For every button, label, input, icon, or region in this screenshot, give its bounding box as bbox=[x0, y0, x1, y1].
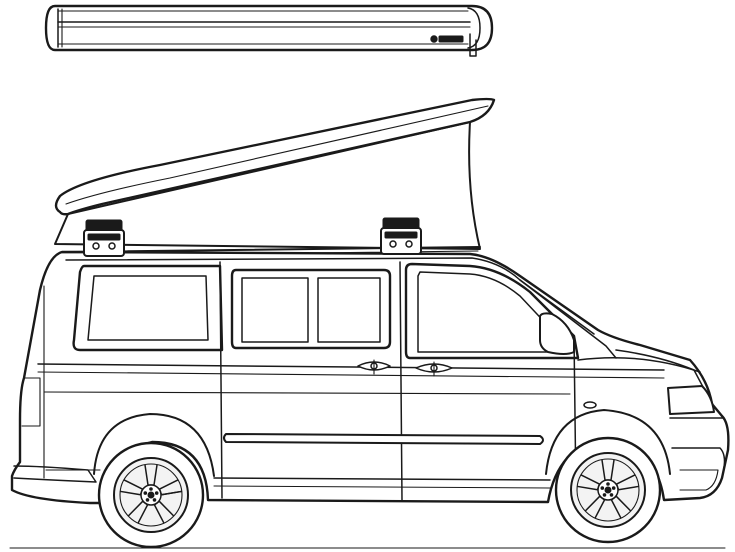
sliding-door-window-glass-right bbox=[317, 277, 381, 343]
pop-up-roof-canvas bbox=[54, 121, 481, 250]
front-wheel-icon bbox=[554, 436, 662, 544]
side-indicator bbox=[583, 401, 597, 409]
rear-wheel-arch bbox=[93, 413, 215, 477]
front-grille-line bbox=[679, 469, 719, 491]
front-door-window-frame bbox=[404, 262, 580, 360]
mounting-bracket-icon bbox=[83, 217, 422, 257]
sliding-door-handle bbox=[357, 359, 391, 375]
awning-cassette-body bbox=[44, 4, 494, 52]
pop-up-roof-shell bbox=[54, 97, 496, 216]
rear-wheel-icon bbox=[97, 441, 205, 549]
front-door-handle bbox=[415, 361, 453, 377]
sliding-door-front-seam bbox=[399, 261, 403, 501]
rear-bumper bbox=[13, 465, 97, 483]
rear-door-seam bbox=[219, 261, 223, 499]
front-bumper-lower bbox=[671, 447, 726, 469]
front-wheel-arch bbox=[545, 409, 671, 475]
sill-line-lower bbox=[213, 485, 551, 489]
side-rub-strip bbox=[223, 433, 544, 445]
rear-side-window-glass bbox=[87, 275, 209, 341]
sliding-door-window-frame bbox=[230, 268, 392, 350]
awning-crank-hook bbox=[469, 33, 477, 57]
belt-line-lower bbox=[37, 371, 665, 379]
mounting-bracket-front bbox=[380, 217, 422, 255]
windshield-edge bbox=[519, 279, 617, 359]
front-door-window-glass bbox=[417, 271, 553, 353]
rear-light bbox=[21, 377, 41, 427]
awning-cassette-right-cap bbox=[467, 7, 481, 49]
hood-line bbox=[577, 357, 701, 373]
pop-up-roof-seam bbox=[65, 105, 489, 205]
mid-body-line bbox=[43, 391, 571, 395]
rear-side-window-frame bbox=[72, 264, 224, 352]
awning-logo-badge bbox=[430, 35, 464, 43]
sliding-door-window-glass-left bbox=[241, 277, 309, 343]
belt-line-upper bbox=[37, 363, 665, 371]
awning-cassette-icon bbox=[44, 4, 494, 57]
mounting-bracket-rear bbox=[83, 219, 125, 257]
hood-crease bbox=[615, 349, 713, 405]
headlight bbox=[667, 385, 715, 415]
pop-up-roof-icon bbox=[54, 97, 496, 250]
sill-line-upper bbox=[213, 477, 551, 481]
